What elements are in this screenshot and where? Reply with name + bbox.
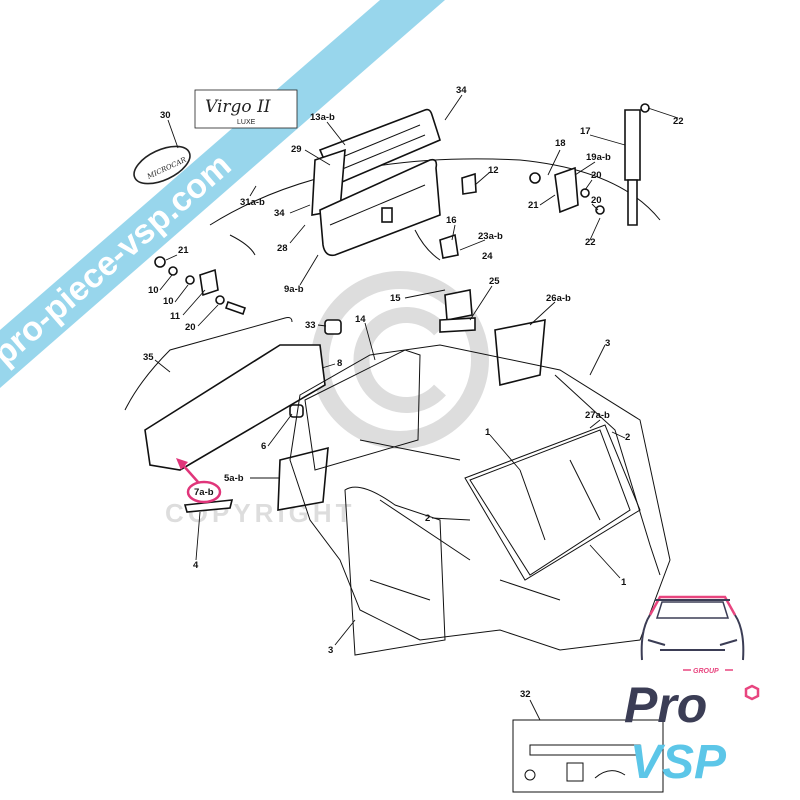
label-35: 35 bbox=[143, 352, 154, 363]
label-21: 21 bbox=[528, 200, 539, 211]
pro-vsp-logo: GROUP Pro VSP bbox=[624, 595, 760, 789]
label-8: 8 bbox=[337, 358, 342, 369]
label-28: 28 bbox=[277, 243, 288, 254]
gas-strut bbox=[529, 103, 650, 226]
sweep-line bbox=[209, 158, 661, 226]
label-13a-b: 13a-b bbox=[310, 112, 335, 123]
part-number-labels: 30 31a-b 13a-b 34 29 34 28 9a-b 12 16 23… bbox=[143, 85, 684, 700]
label-16: 16 bbox=[446, 215, 457, 226]
label-34: 34 bbox=[274, 208, 285, 219]
label-21: 21 bbox=[178, 245, 189, 256]
sweep-line bbox=[414, 229, 441, 261]
label-23a-b: 23a-b bbox=[478, 231, 503, 242]
seals-and-panels bbox=[124, 317, 546, 513]
label-17: 17 bbox=[580, 126, 591, 137]
label-15: 15 bbox=[390, 293, 401, 304]
label-18: 18 bbox=[555, 138, 566, 149]
label-34: 34 bbox=[456, 85, 467, 96]
logo-group-text: GROUP bbox=[693, 668, 719, 675]
label-2: 2 bbox=[425, 513, 430, 524]
label-6: 6 bbox=[261, 441, 266, 452]
badge-subtitle-text: LUXE bbox=[237, 119, 256, 126]
label-26a-b: 26a-b bbox=[546, 293, 571, 304]
banner-band bbox=[0, 0, 445, 388]
label-14: 14 bbox=[355, 314, 366, 325]
label-33: 33 bbox=[305, 320, 316, 331]
label-4: 4 bbox=[193, 560, 199, 571]
label-12: 12 bbox=[488, 165, 499, 176]
label-29: 29 bbox=[291, 144, 302, 155]
highlight-callout-7a-b bbox=[176, 458, 222, 504]
label-22: 22 bbox=[585, 237, 596, 248]
label-20: 20 bbox=[185, 322, 196, 333]
label-25: 25 bbox=[489, 276, 500, 287]
virgo-badge: Virgo II LUXE bbox=[194, 89, 298, 129]
logo-vsp-text: VSP bbox=[630, 736, 727, 789]
label-10: 10 bbox=[148, 285, 159, 296]
label-19a-b: 19a-b bbox=[586, 152, 611, 163]
label-10: 10 bbox=[163, 296, 174, 307]
label-20: 20 bbox=[591, 170, 602, 181]
label-9a-b: 9a-b bbox=[284, 284, 304, 295]
car-body-shell bbox=[289, 344, 671, 656]
label-7a-b: 7a-b bbox=[194, 487, 214, 498]
microcar-oval-badge: MICROCAR bbox=[133, 145, 191, 185]
label-30: 30 bbox=[160, 110, 171, 121]
label-3: 3 bbox=[328, 645, 333, 656]
label-1: 1 bbox=[621, 577, 627, 588]
sealant-kit-box bbox=[512, 719, 664, 793]
label-31a-b: 31a-b bbox=[240, 197, 265, 208]
banner-text: pro-piece-vsp.com bbox=[0, 146, 238, 373]
tailgate-assembly bbox=[311, 108, 441, 257]
label-22: 22 bbox=[673, 116, 684, 127]
label-27a-b: 27a-b bbox=[585, 410, 610, 421]
label-5a-b: 5a-b bbox=[224, 473, 244, 484]
label-20: 20 bbox=[591, 195, 602, 206]
label-2: 2 bbox=[625, 432, 630, 443]
label-11: 11 bbox=[170, 311, 181, 322]
hinge-hardware bbox=[154, 256, 247, 316]
badge-title-text: Virgo II bbox=[205, 97, 271, 117]
watermark-text: COPYRIGHT bbox=[165, 498, 356, 528]
label-1: 1 bbox=[485, 427, 491, 438]
sweep-line bbox=[229, 234, 256, 256]
label-24: 24 bbox=[482, 251, 493, 262]
leader-lines bbox=[154, 94, 679, 721]
label-32: 32 bbox=[520, 689, 531, 700]
latch-parts bbox=[439, 172, 477, 333]
logo-pro-text: Pro bbox=[624, 677, 707, 733]
label-3: 3 bbox=[605, 338, 610, 349]
